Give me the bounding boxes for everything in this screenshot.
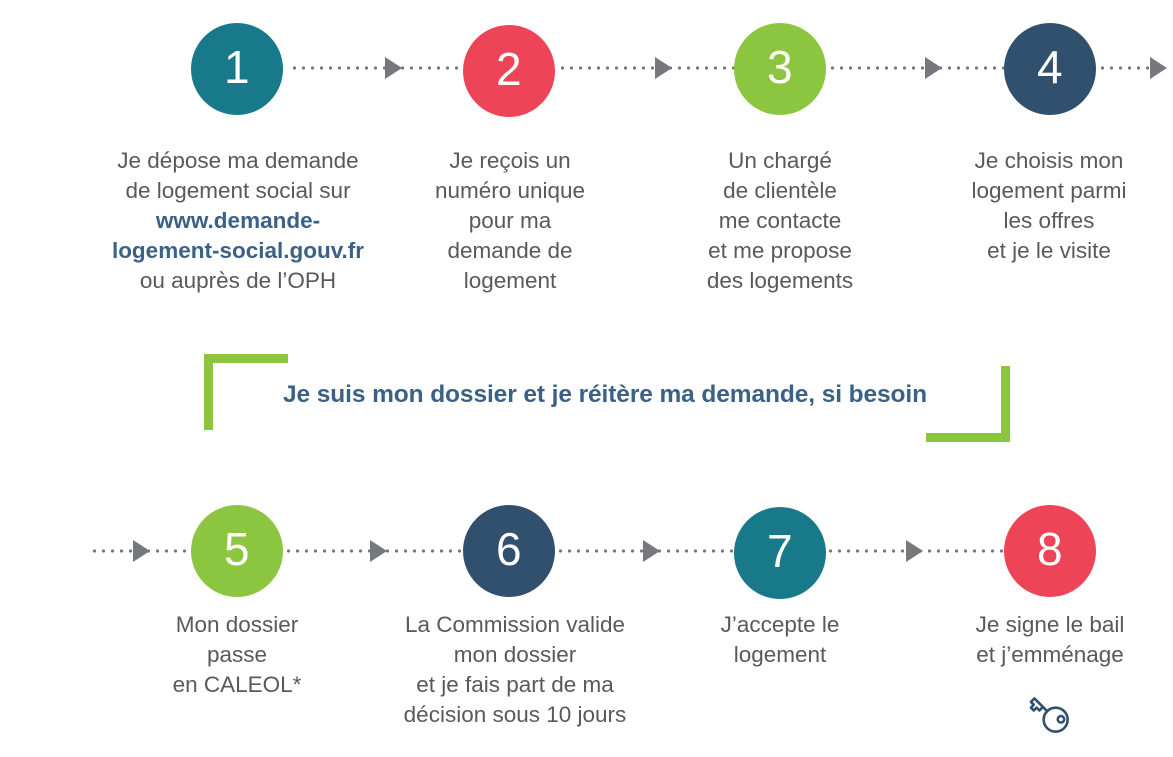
caption-line: me contacte	[718, 207, 842, 233]
caption-line: La Commission valide	[404, 612, 626, 637]
caption-line: et me propose	[708, 237, 852, 263]
caption-line: et j’emménage	[976, 641, 1124, 667]
step-circle-7[interactable]: 7	[734, 507, 826, 599]
step-circle-2[interactable]: 2	[463, 25, 555, 117]
connector-rail-1-2	[290, 65, 468, 71]
step-caption-6: La Commission valide mon dossier et je f…	[372, 610, 658, 730]
caption-line: numéro unique	[434, 177, 586, 203]
step-circle-5[interactable]: 5	[191, 505, 283, 597]
bracket-left-icon	[204, 354, 288, 430]
caption-line: logement	[733, 641, 827, 667]
caption-line: de clientèle	[723, 177, 837, 203]
caption-line: logement parmi	[971, 177, 1127, 203]
caption-link-line[interactable]: www.demande-	[155, 207, 321, 233]
step-circle-4[interactable]: 4	[1004, 23, 1096, 115]
caption-link-line[interactable]: logement-social.gouv.fr	[111, 237, 365, 263]
caption-line: les offres	[1003, 207, 1095, 233]
caption-line: Je choisis mon	[974, 148, 1124, 173]
step-number-3: 3	[766, 41, 794, 93]
caption-line: décision sous 10 jours	[403, 701, 627, 727]
step-number-4: 4	[1036, 41, 1064, 93]
caption-line: en CALEOL*	[172, 671, 302, 697]
step-circle-1[interactable]: 1	[191, 23, 283, 115]
banner-title: Je suis mon dossier et je réitère ma dem…	[282, 381, 927, 408]
connector-arrowhead-5-6	[370, 540, 387, 562]
caption-line: des logements	[706, 267, 854, 293]
step-circle-8[interactable]: 8	[1004, 505, 1096, 597]
caption-line: demande de	[447, 237, 573, 263]
caption-line: et je fais part de ma	[416, 671, 614, 697]
connector-arrowhead-1-2	[385, 57, 402, 79]
step-caption-8: Je signe le bail et j’emménage	[932, 610, 1168, 670]
step-caption-3: Un chargé de clientèle me contacte et me…	[665, 146, 895, 296]
connector-rail-4-end	[1098, 65, 1156, 71]
step-number-7: 7	[766, 525, 794, 577]
step-number-1: 1	[223, 41, 251, 93]
connector-arrowhead-7-8	[906, 540, 923, 562]
step-number-6: 6	[495, 523, 523, 575]
connector-arrowhead-6-7	[643, 540, 660, 562]
connector-rail-3-4	[828, 65, 1008, 71]
step-caption-4: Je choisis mon logement parmi les offres…	[930, 146, 1168, 266]
caption-line: et je le visite	[987, 237, 1111, 263]
caption-line: passe	[206, 641, 268, 667]
step-caption-7: J’accepte le logement	[665, 610, 895, 670]
caption-line: ou auprès de l’OPH	[139, 267, 337, 293]
step-caption-5: Mon dossier passe en CALEOL*	[122, 610, 352, 700]
caption-line: Mon dossier	[175, 612, 299, 637]
bracket-right-icon	[926, 366, 1010, 442]
step-number-2: 2	[495, 43, 523, 95]
step-caption-2: Je reçois un numéro unique pour ma deman…	[395, 146, 625, 296]
connector-arrowhead-start-5	[133, 540, 150, 562]
step-circle-3[interactable]: 3	[734, 23, 826, 115]
step-caption-1: Je dépose ma demande de logement social …	[75, 146, 401, 296]
step-number-8: 8	[1036, 523, 1064, 575]
caption-line: Je dépose ma demande	[117, 148, 359, 173]
connector-arrowhead-3-4	[925, 57, 942, 79]
key-icon	[1022, 688, 1078, 740]
caption-line: J’accepte le	[720, 612, 840, 637]
step-circle-6[interactable]: 6	[463, 505, 555, 597]
connector-arrowhead-2-3	[655, 57, 672, 79]
step-number-5: 5	[223, 523, 251, 575]
caption-line: Je reçois un	[449, 148, 571, 173]
connector-rail-2-3	[558, 65, 738, 71]
connector-arrowhead-4-end	[1150, 57, 1167, 79]
caption-line: Un chargé	[728, 148, 832, 173]
middle-banner: Je suis mon dossier et je réitère ma dem…	[196, 352, 1014, 442]
caption-line: mon dossier	[453, 641, 577, 667]
caption-line: logement	[463, 267, 557, 293]
caption-line: de logement social sur	[125, 177, 351, 203]
caption-line: pour ma	[468, 207, 552, 233]
caption-line: Je signe le bail	[975, 612, 1125, 637]
